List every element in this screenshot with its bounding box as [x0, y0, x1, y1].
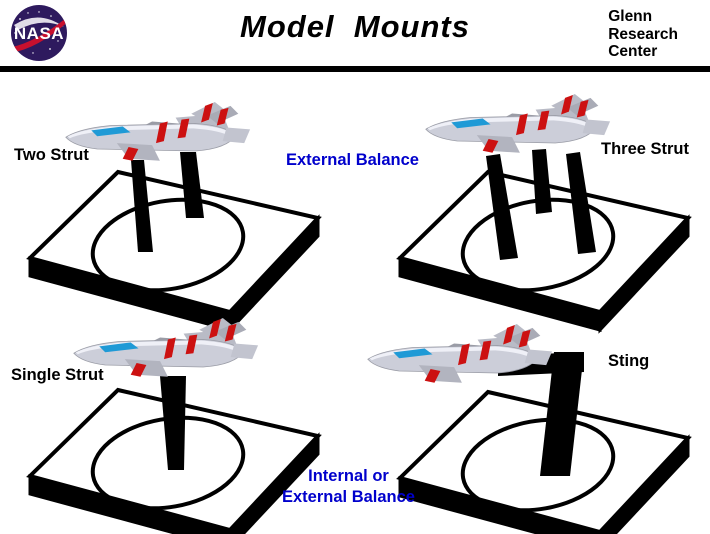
center-line-3: Center [608, 43, 658, 60]
panel-two-strut [18, 100, 328, 334]
svg-text:NASA: NASA [14, 24, 64, 43]
aircraft-model [367, 323, 553, 383]
label-sting: Sting [608, 352, 650, 370]
label-single-strut: Single Strut [11, 366, 104, 384]
strut-group [131, 152, 204, 252]
label-three-strut: Three Strut [601, 140, 690, 158]
label-two-strut: Two Strut [14, 146, 89, 164]
platform [26, 169, 322, 334]
aircraft-model [73, 317, 259, 377]
label-external-balance: External Balance [286, 151, 419, 169]
center-line-2: Research [608, 25, 678, 43]
platform [396, 169, 692, 334]
panel-sting [367, 300, 698, 534]
nasa-logo: NASA [6, 3, 72, 63]
panel-single-strut [18, 317, 328, 534]
aircraft-model [65, 101, 251, 161]
page-title: Model Mounts [240, 9, 470, 44]
label-internal-external-balance: Internal or External Balance [282, 466, 415, 508]
panel-three-strut [388, 93, 698, 334]
strut-group [160, 376, 186, 470]
center-line-1: Glenn [608, 8, 653, 25]
internal-balance-line-2: External Balance [282, 488, 415, 506]
internal-balance-line-1: Internal or [308, 467, 389, 485]
strut-group [486, 149, 596, 260]
research-center-label: Glenn Research Center [608, 8, 678, 61]
aircraft-model [425, 93, 611, 153]
header-divider [0, 66, 710, 72]
